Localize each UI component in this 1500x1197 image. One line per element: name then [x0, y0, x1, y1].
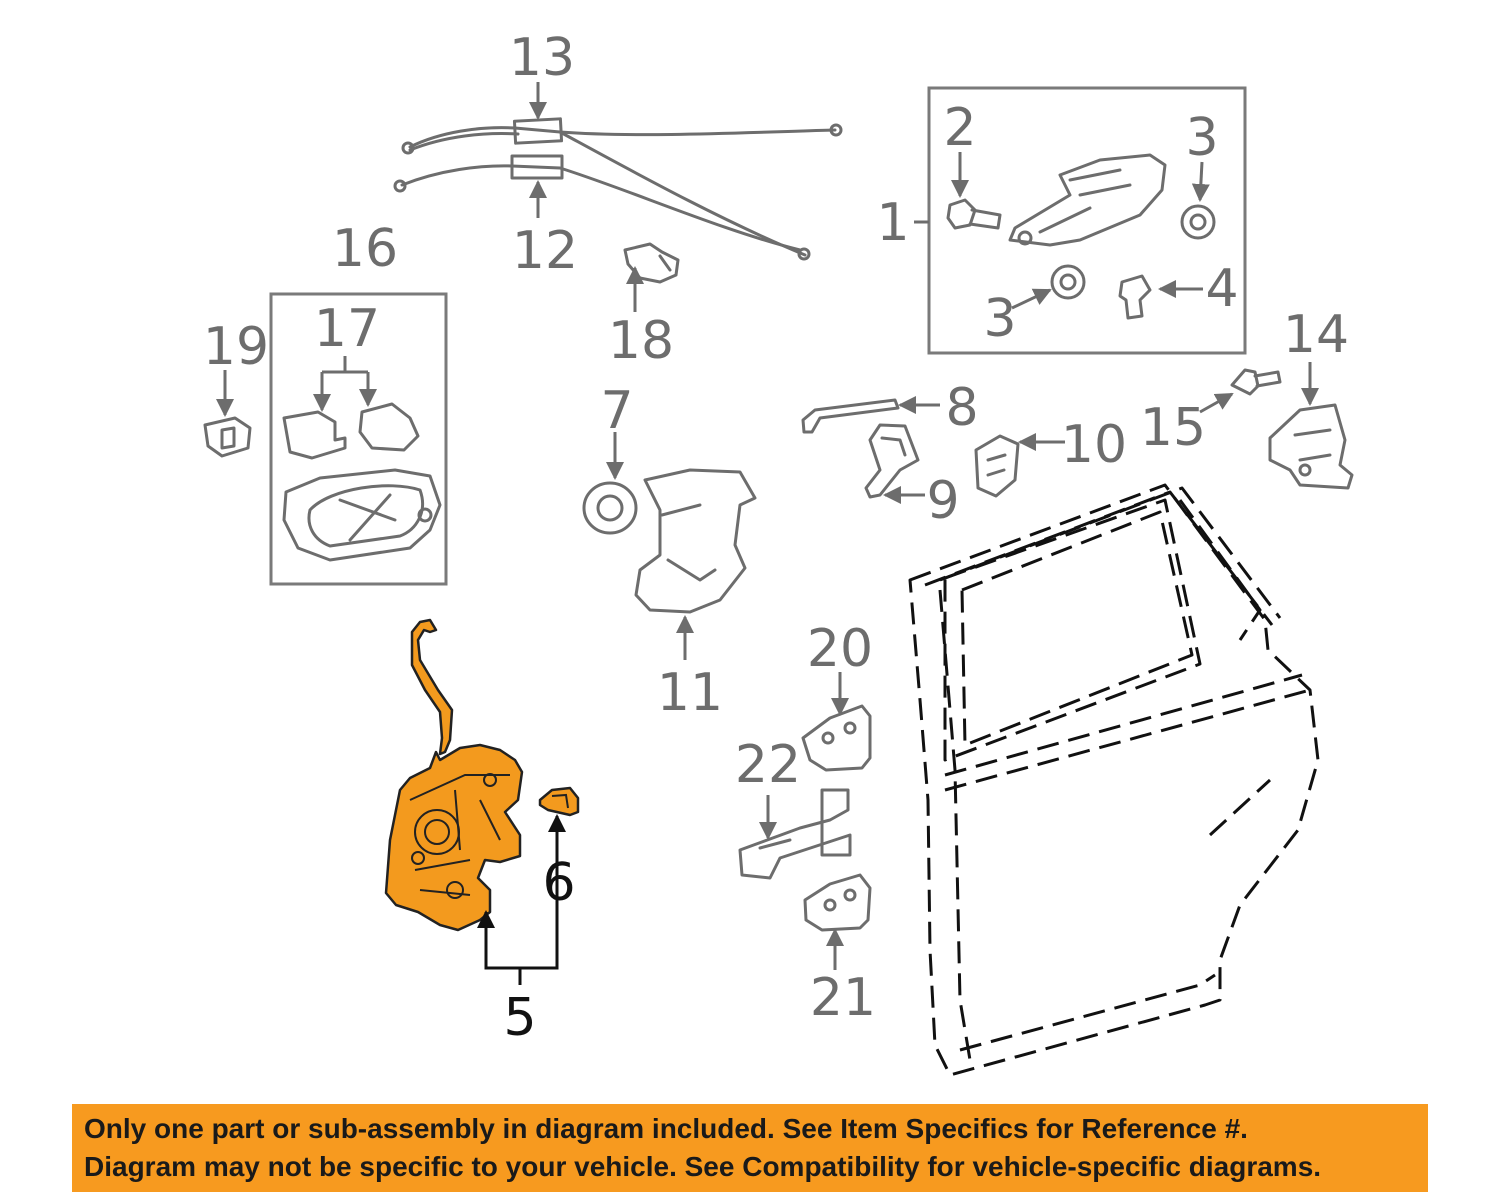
striker-14: [1268, 403, 1354, 490]
inside-handle-clip-b: [358, 402, 420, 452]
callout-13: 13: [509, 28, 575, 88]
outside-handle: [1008, 153, 1167, 247]
callout-3b: 3: [983, 289, 1016, 349]
lock-shield-11: [634, 468, 757, 614]
disclaimer-line-2: Diagram may not be specific to your vehi…: [84, 1151, 1322, 1182]
callout-5: 5: [503, 988, 536, 1048]
door-latch-assembly: [384, 618, 524, 932]
callout-4: 4: [1205, 259, 1238, 319]
latch-clip-6: [538, 786, 580, 817]
bolt: [946, 198, 1002, 230]
callout-17: 17: [314, 299, 380, 359]
callout-22: 22: [735, 735, 801, 795]
hinge-21: [803, 873, 872, 932]
disclaimer-banner: Only one part or sub-assembly in diagram…: [72, 1104, 1428, 1192]
callout-9: 9: [926, 471, 959, 531]
callout-19: 19: [203, 317, 269, 377]
screw-15: [1230, 368, 1282, 396]
callout-18: 18: [608, 311, 674, 371]
clip-4: [1118, 274, 1152, 320]
callout-15: 15: [1140, 398, 1206, 458]
inside-handle: [282, 468, 442, 562]
hinge-20: [801, 704, 872, 772]
callout-14: 14: [1283, 305, 1349, 365]
callout-3a: 3: [1185, 108, 1218, 168]
callout-21: 21: [810, 968, 876, 1028]
door-outline: [908, 483, 1320, 1077]
callout-2: 2: [943, 98, 976, 158]
clip-18: [623, 242, 680, 284]
callout-11: 11: [657, 663, 723, 723]
callout-6: 6: [542, 853, 575, 913]
seal-7: [582, 481, 638, 535]
cable-assembly: [393, 117, 843, 261]
grommet-a: [1180, 204, 1216, 240]
rod-8: [801, 398, 900, 434]
callout-10: 10: [1061, 415, 1127, 475]
grommet-b: [1050, 264, 1086, 300]
callout-8: 8: [945, 378, 978, 438]
clip-10: [974, 434, 1020, 498]
check-22: [738, 788, 852, 880]
inside-handle-clip-a: [282, 410, 347, 460]
callout-12: 12: [512, 221, 578, 281]
clip-19: [203, 416, 252, 458]
inside-handle-box: [269, 292, 448, 586]
callout-7: 7: [600, 381, 633, 441]
callout-20: 20: [807, 619, 873, 679]
parts-diagram: 13 12 2 3 1 3 4 16 17 19 18 7 8 9 10 14 …: [203, 28, 1354, 1077]
disclaimer-line-1: Only one part or sub-assembly in diagram…: [84, 1113, 1248, 1144]
callout-16: 16: [332, 219, 398, 279]
callout-1: 1: [876, 193, 909, 253]
rod-9: [864, 423, 920, 499]
